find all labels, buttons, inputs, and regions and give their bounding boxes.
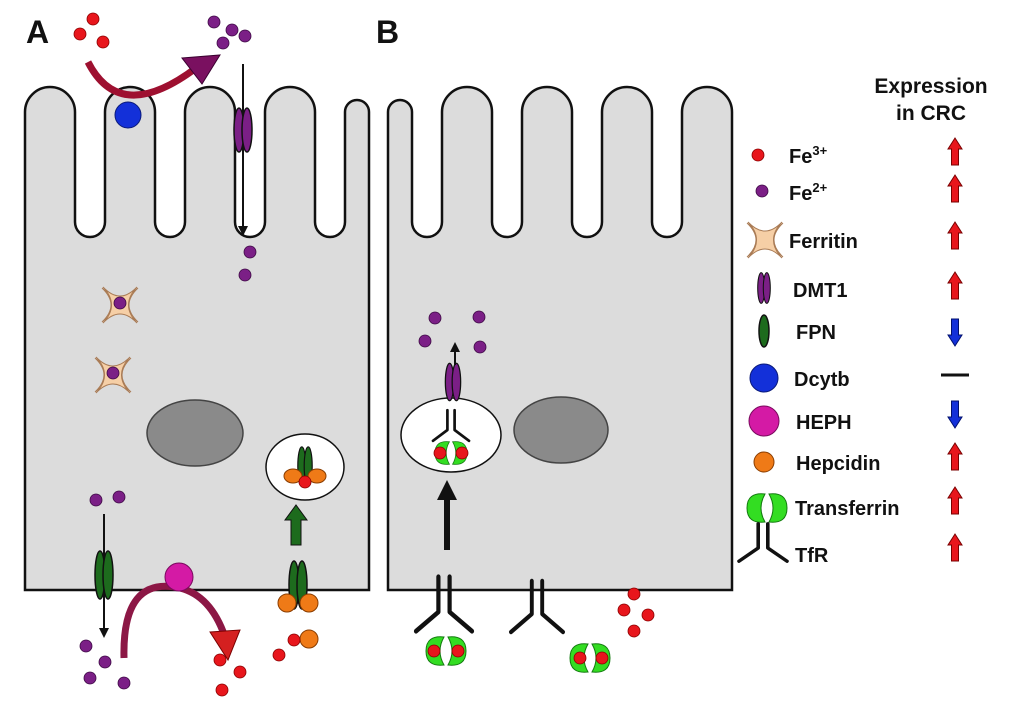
legend-dmt1-icon: [757, 272, 771, 304]
nucleus-b: [513, 396, 609, 464]
fe3-icon: [455, 446, 469, 460]
down-arrow-icon: [947, 400, 963, 429]
dmt1-icon: [444, 362, 462, 402]
up-arrow-icon: [947, 221, 963, 250]
fe3-icon: [298, 475, 312, 489]
legend-heph-icon: [748, 405, 780, 437]
legend-label-hepcidin: Hepcidin: [796, 453, 880, 475]
legend-hepcidin-icon: [753, 451, 775, 473]
legend-label-heph: HEPH: [796, 412, 852, 434]
fe2-icon: [113, 296, 127, 310]
legend-label-transferrin: Transferrin: [795, 498, 899, 520]
fe3-icon: [86, 12, 100, 26]
fpn-icon: [94, 550, 114, 600]
fe2-icon: [89, 493, 103, 507]
panel-a: A: [23, 12, 371, 697]
cell-b-body: [386, 85, 734, 592]
legend-label-tfr: TfR: [795, 545, 829, 567]
legend: Expression in CRC Fe3+ Fe2+ Ferritin DMT…: [737, 75, 988, 567]
up-arrow-icon: [947, 174, 963, 203]
fe2-icon: [83, 671, 97, 685]
hepcidin-icon: [277, 593, 297, 613]
legend-transferrin-icon: [746, 493, 788, 523]
up-arrow-icon: [947, 271, 963, 300]
legend-fpn-icon: [758, 314, 770, 348]
fe3-icon: [627, 624, 641, 638]
fe2-icon: [418, 334, 432, 348]
up-arrow-icon: [947, 442, 963, 471]
fe2-icon: [79, 639, 93, 653]
cell-a-body: [23, 85, 371, 592]
fe3-icon: [641, 608, 655, 622]
fe3-icon: [73, 27, 87, 41]
fe3-icon: [595, 651, 609, 665]
reduction-arrow-a: [84, 60, 199, 99]
fe3-icon: [213, 653, 227, 667]
up-arrow-icon: [947, 533, 963, 562]
hepcidin-icon: [299, 593, 319, 613]
fe2-icon: [238, 268, 252, 282]
fe2-icon: [225, 23, 239, 37]
fe2-icon: [238, 29, 252, 43]
fe2-icon: [112, 490, 126, 504]
expression-column: [941, 137, 969, 562]
fe3-icon: [617, 603, 631, 617]
legend-label-dmt1: DMT1: [793, 280, 847, 302]
legend-fe2-icon: [755, 184, 769, 198]
fe2-icon: [472, 310, 486, 324]
up-arrow-icon: [947, 486, 963, 515]
fe2-icon: [117, 676, 131, 690]
fe3-icon: [96, 35, 110, 49]
legend-header-line2: in CRC: [896, 102, 966, 125]
down-arrow-icon: [947, 318, 963, 347]
fe2-icon: [428, 311, 442, 325]
fe2-icon: [243, 245, 257, 259]
legend-tfr-icon: [737, 522, 789, 564]
legend-label-ferritin: Ferritin: [789, 231, 858, 253]
fe2-icon: [98, 655, 112, 669]
fe2-icon: [473, 340, 487, 354]
dcytb-icon: [114, 101, 142, 129]
legend-dcytb-icon: [749, 363, 779, 393]
hepcidin-icon: [299, 629, 319, 649]
dmt1-icon: [233, 107, 253, 153]
fe2-icon: [207, 15, 221, 29]
oxidation-arrow-a: [120, 582, 230, 659]
fe3-icon: [427, 644, 441, 658]
fe3-icon: [573, 651, 587, 665]
legend-label-dcytb: Dcytb: [794, 369, 850, 391]
legend-ferritin-icon: [746, 221, 784, 259]
fe3-icon: [233, 665, 247, 679]
fe3-icon: [215, 683, 229, 697]
legend-header-line1: Expression: [874, 75, 987, 98]
fe2-icon: [106, 366, 120, 380]
fe2-icon: [216, 36, 230, 50]
legend-fe3-icon: [751, 148, 765, 162]
fe3-icon: [287, 633, 301, 647]
nucleus-a: [146, 399, 244, 467]
up-arrow-icon: [947, 137, 963, 166]
fe3-icon: [451, 644, 465, 658]
endosome-b: [400, 397, 502, 473]
heph-icon: [164, 562, 194, 592]
panel-a-label: A: [26, 14, 49, 50]
legend-label-fe2: Fe2+: [789, 180, 828, 205]
panel-b: B: [376, 14, 734, 673]
legend-label-fe3: Fe3+: [789, 143, 828, 168]
fe3-icon: [272, 648, 286, 662]
fe3-icon: [627, 587, 641, 601]
legend-label-fpn: FPN: [796, 322, 836, 344]
panel-b-label: B: [376, 14, 399, 50]
fe3-icon: [433, 446, 447, 460]
